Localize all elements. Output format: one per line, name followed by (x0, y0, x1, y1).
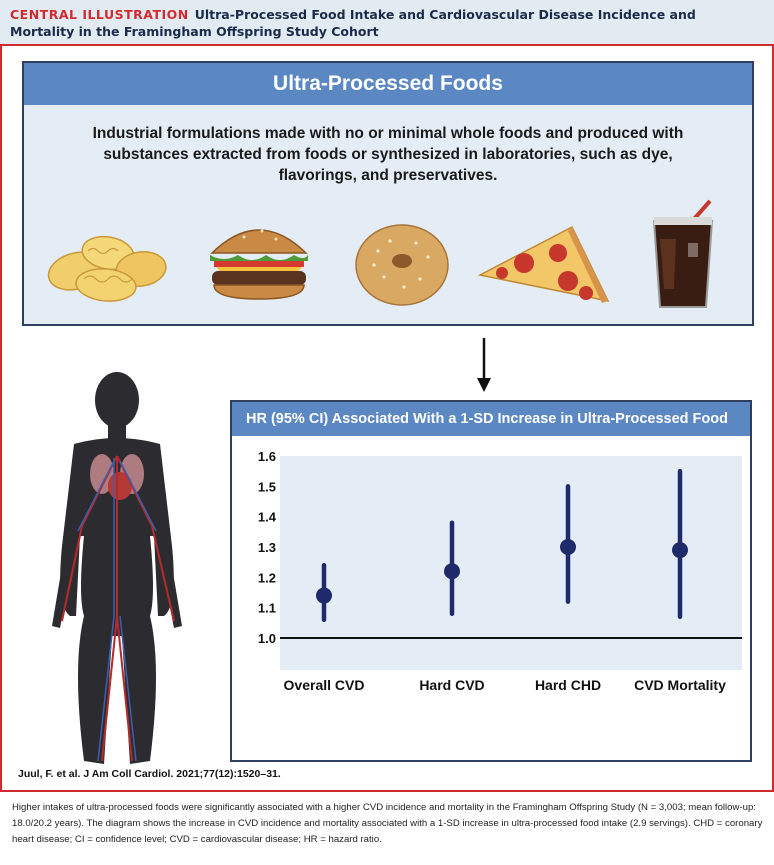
x-category-label: Hard CVD (419, 677, 484, 693)
soda-cup-icon (652, 199, 714, 308)
food-images-row (24, 199, 752, 313)
hr-point (444, 563, 460, 580)
y-tick-label: 1.2 (258, 570, 276, 585)
figure-caption: Higher intakes of ultra-processed foods … (12, 802, 763, 845)
illustration-frame: Ultra-Processed Foods Industrial formula… (0, 44, 774, 792)
x-category-label: CVD Mortality (634, 677, 726, 693)
hazard-ratio-chart-panel: HR (95% CI) Associated With a 1-SD Incre… (230, 400, 752, 762)
bagel-icon (355, 224, 449, 306)
chart-title: HR (95% CI) Associated With a 1-SD Incre… (232, 402, 750, 436)
x-category-label: Overall CVD (284, 677, 365, 693)
burger-icon (210, 229, 308, 300)
hr-point (672, 542, 688, 559)
upf-description: Industrial formulations made with no or … (92, 125, 684, 184)
pizza-slice-icon (477, 225, 610, 303)
y-tick-label: 1.0 (258, 631, 276, 646)
figure-title: Ultra-Processed Food Intake and Cardiova… (10, 7, 696, 39)
y-tick-label: 1.4 (258, 510, 277, 525)
central-illustration-tag: CENTRAL ILLUSTRATION (10, 7, 189, 22)
upf-panel-title: Ultra-Processed Foods (24, 63, 752, 105)
y-tick-label: 1.5 (258, 479, 276, 494)
plot-area (280, 456, 742, 670)
ultra-processed-foods-panel: Ultra-Processed Foods Industrial formula… (22, 61, 754, 326)
hr-point (560, 539, 576, 555)
hazard-ratio-chart: 1.6 1.5 1.4 1.3 1.2 1.1 1.0 Overall CVD Hard CV… (258, 449, 742, 693)
y-tick-label: 1.6 (258, 449, 276, 464)
down-arrow-icon (477, 338, 491, 392)
hr-point (316, 587, 332, 604)
chips-icon (47, 235, 167, 302)
human-circulatory-system-icon (52, 372, 182, 764)
citation: Juul, F. et al. J Am Coll Cardiol. 2021;… (18, 768, 281, 780)
x-category-label: Hard CHD (535, 677, 601, 693)
y-tick-label: 1.3 (258, 540, 276, 555)
y-tick-label: 1.1 (258, 601, 276, 616)
